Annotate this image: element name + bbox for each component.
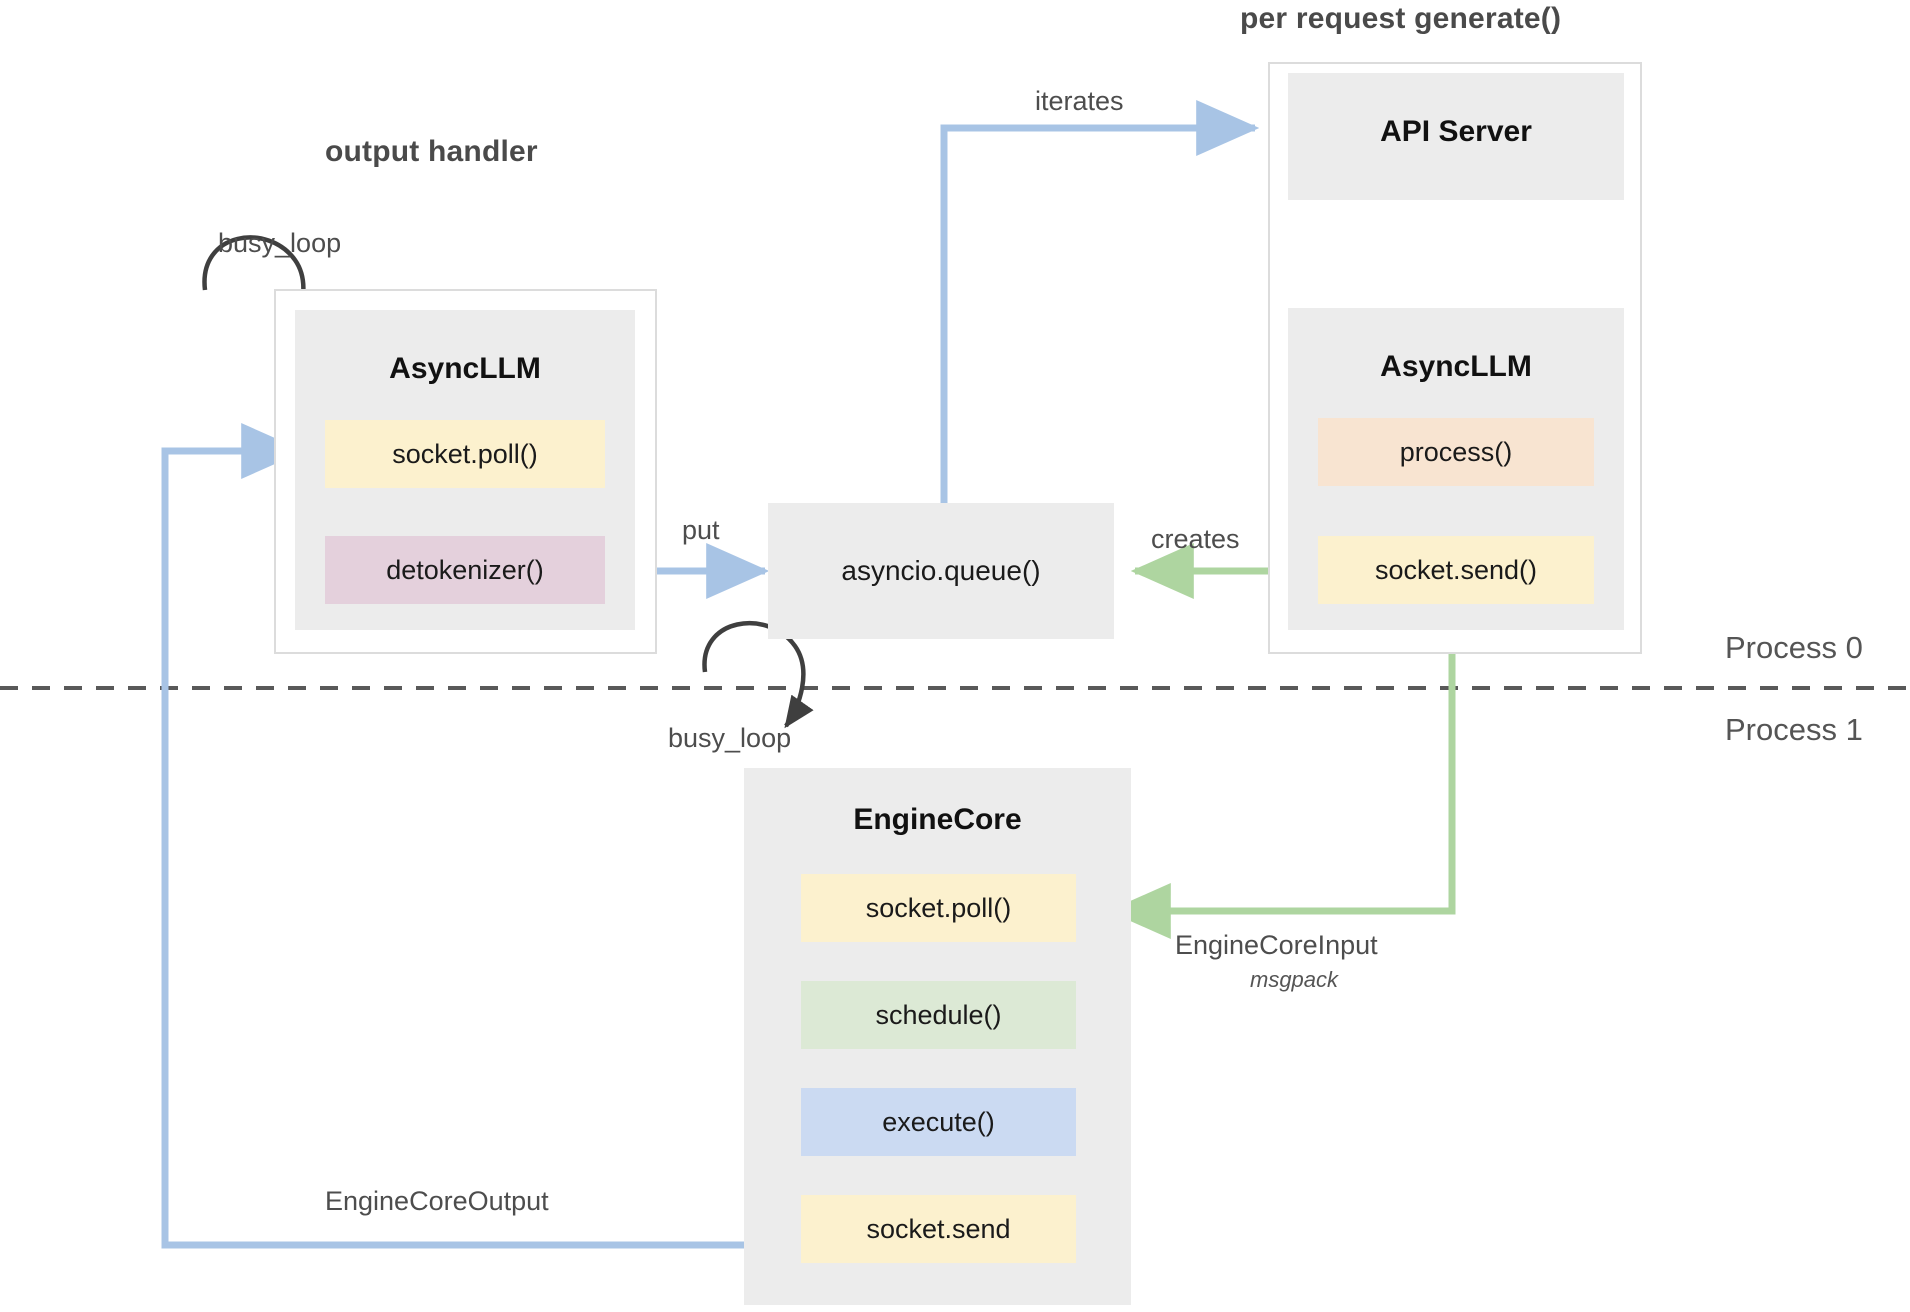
box-asyncio-queue[interactable]: asyncio.queue() (768, 503, 1114, 639)
component-title-engine-core: EngineCore (853, 803, 1022, 836)
chip-socket-poll-engine-core[interactable]: socket.poll() (801, 874, 1076, 942)
iterates-arrow (940, 100, 1260, 512)
edge-label-engine-core-output: EngineCoreOutput (325, 1186, 549, 1216)
component-title-api-server: API Server (1380, 115, 1532, 148)
edge-label-engine-core-input-format: msgpack (1250, 967, 1339, 992)
component-async-llm-right[interactable]: AsyncLLM process() socket.send() (1288, 308, 1624, 630)
edge-label-put: put (682, 515, 720, 545)
component-title-async-llm-right: AsyncLLM (1380, 350, 1532, 383)
chip-execute[interactable]: execute() (801, 1088, 1076, 1156)
chip-socket-poll-async-llm-left[interactable]: socket.poll() (325, 420, 605, 488)
chip-socket-send-engine-core[interactable]: socket.send (801, 1195, 1076, 1263)
chip-process[interactable]: process() (1318, 418, 1594, 486)
edge-label-busy-loop-engine: busy_loop (668, 723, 792, 753)
chip-detokenizer[interactable]: detokenizer() (325, 536, 605, 604)
edge-label-creates: creates (1151, 524, 1240, 554)
edge-label-busy-loop-left: busy_loop (218, 228, 342, 258)
component-engine-core[interactable]: EngineCore socket.poll() schedule() exec… (744, 768, 1131, 1305)
component-title-async-llm-left: AsyncLLM (389, 352, 541, 385)
chip-socket-send-async-llm-right[interactable]: socket.send() (1318, 536, 1594, 604)
component-async-llm-left[interactable]: AsyncLLM socket.poll() detokenizer() (295, 310, 635, 630)
group-title-output-handler: output handler (325, 135, 538, 168)
process-label-0: Process 0 (1725, 630, 1863, 665)
process-label-1: Process 1 (1725, 712, 1863, 747)
component-api-server[interactable]: API Server (1288, 73, 1624, 200)
group-title-per-request-generate: per request generate() (1240, 2, 1562, 35)
chip-schedule[interactable]: schedule() (801, 981, 1076, 1049)
edge-label-engine-core-input: EngineCoreInput (1175, 930, 1378, 960)
edge-label-iterates: iterates (1035, 86, 1124, 116)
